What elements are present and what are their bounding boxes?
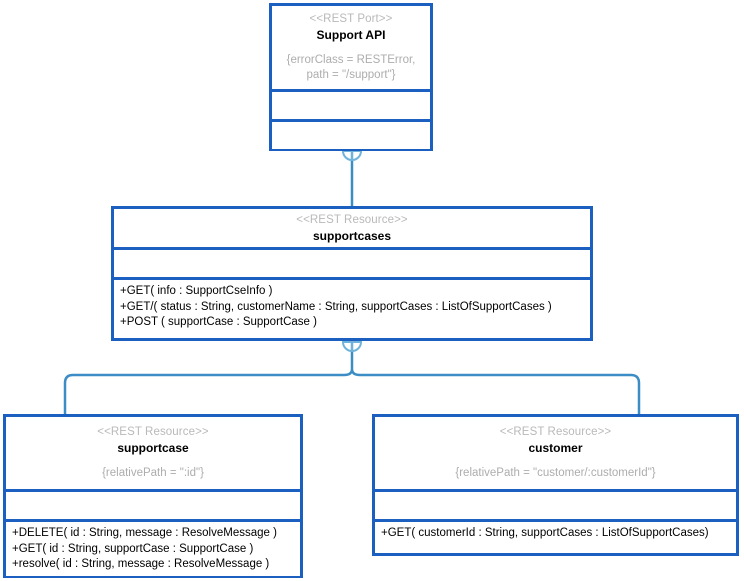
supportcases-stereotype: <<REST Resource>> bbox=[296, 213, 408, 226]
support-api-constraint: {errorClass = RESTError, path = "/suppor… bbox=[286, 54, 416, 81]
support-api-name: Support API bbox=[316, 28, 386, 42]
supportcases-operations-compartment: +GET( info : SupportCseInfo ) +GET/( sta… bbox=[114, 277, 590, 334]
supportcase-stereotype: <<REST Resource>> bbox=[97, 426, 209, 438]
supportcase-header: <<REST Resource>> supportcase {relativeP… bbox=[6, 417, 300, 489]
support-api-operations-compartment bbox=[272, 119, 430, 149]
operation-row: +GET( id : String, supportCase : Support… bbox=[12, 542, 254, 555]
customer-name: customer bbox=[528, 441, 583, 455]
supportcase-name: supportcase bbox=[117, 441, 189, 455]
customer-header: <<REST Resource>> customer {relativePath… bbox=[375, 417, 736, 489]
operation-row: +GET( customerId : String, supportCases … bbox=[381, 527, 709, 539]
operation-row: +GET/( status : String, customerName : S… bbox=[120, 300, 552, 313]
uml-class-customer[interactable]: <<REST Resource>> customer {relativePath… bbox=[372, 414, 739, 556]
supportcase-constraint: {relativePath = ":id"} bbox=[102, 467, 204, 479]
customer-operations-compartment: +GET( customerId : String, supportCases … bbox=[375, 519, 736, 545]
operation-row: +resolve( id : String, message : Resolve… bbox=[12, 558, 270, 570]
customer-attributes-compartment bbox=[375, 489, 736, 519]
operation-row: +POST ( supportCase : SupportCase ) bbox=[120, 316, 317, 328]
supportcase-operations-compartment: +DELETE( id : String, message : ResolveM… bbox=[6, 519, 300, 576]
supportcases-header: <<REST Resource>> supportcases bbox=[114, 209, 590, 247]
supportcases-attributes-compartment bbox=[114, 247, 590, 277]
operation-row: +GET( info : SupportCseInfo ) bbox=[120, 285, 273, 297]
connector-supportcases-to-children[interactable] bbox=[63, 343, 641, 414]
operation-row: +DELETE( id : String, message : ResolveM… bbox=[12, 527, 277, 539]
support-api-attributes-compartment bbox=[272, 89, 430, 119]
supportcases-name: supportcases bbox=[312, 228, 392, 243]
uml-class-supportcase[interactable]: <<REST Resource>> supportcase {relativeP… bbox=[3, 414, 303, 578]
support-api-header: <<REST Port>> Support API {errorClass = … bbox=[272, 6, 430, 89]
customer-stereotype: <<REST Resource>> bbox=[499, 426, 612, 438]
uml-class-support-api[interactable]: <<REST Port>> Support API {errorClass = … bbox=[269, 3, 433, 151]
uml-class-supportcases[interactable]: <<REST Resource>> supportcases +GET( inf… bbox=[111, 206, 593, 341]
support-api-stereotype: <<REST Port>> bbox=[309, 13, 393, 25]
supportcase-attributes-compartment bbox=[6, 489, 300, 519]
customer-constraint: {relativePath = "customer/:customerId"} bbox=[455, 467, 656, 479]
